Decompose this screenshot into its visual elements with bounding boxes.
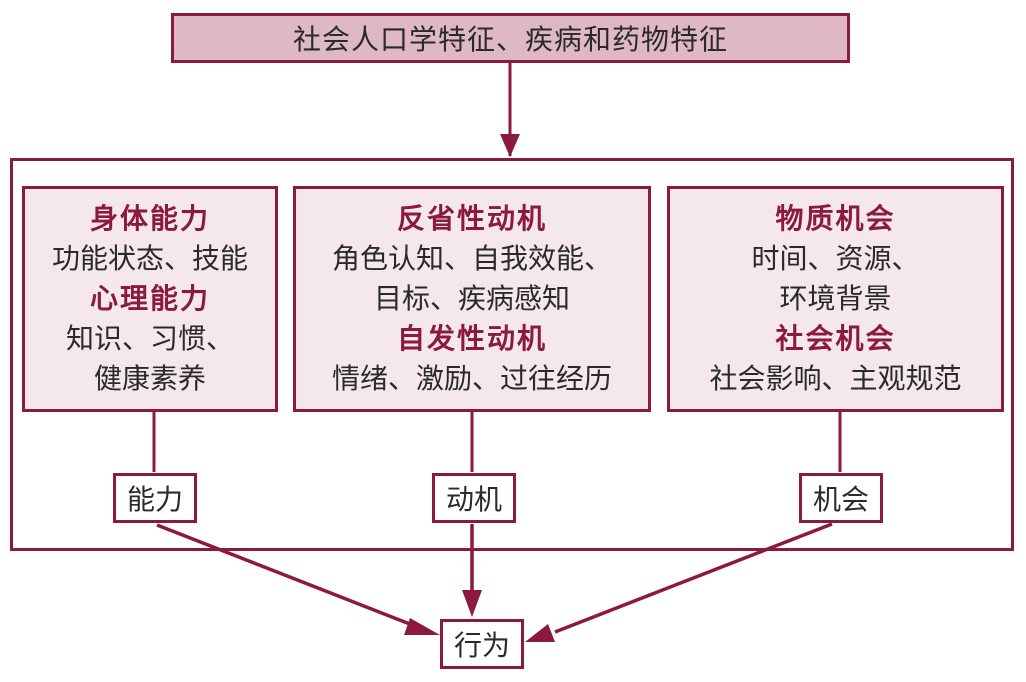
arrowhead-motivation [462, 590, 482, 617]
opportunity-label-box: 机会 [799, 473, 883, 523]
capability-box: 身体能力 功能状态、技能 心理能力 知识、习惯、 健康素养 [22, 186, 278, 412]
capability-label-box: 能力 [113, 473, 197, 523]
social-opportunity-heading: 社会机会 [775, 322, 896, 355]
physical-capability-text: 功能状态、技能 [51, 242, 248, 275]
social-opportunity-text: 社会影响、主观规范 [709, 362, 962, 395]
reflective-motivation-text-1: 角色认知、自我效能、 [331, 242, 612, 275]
demographic-factors-box: 社会人口学特征、疾病和药物特征 [171, 13, 850, 63]
motivation-label-box: 动机 [432, 473, 516, 523]
automatic-motivation-heading: 自发性动机 [396, 322, 547, 355]
arrowhead-capability [404, 618, 440, 635]
behavior-box: 行为 [440, 619, 524, 669]
reflective-motivation-heading: 反省性动机 [396, 202, 547, 235]
arrowhead-opportunity [525, 624, 555, 642]
physical-opportunity-heading: 物质机会 [775, 202, 896, 235]
demographic-factors-label: 社会人口学特征、疾病和药物特征 [292, 23, 728, 56]
psychological-capability-text-2: 健康素养 [93, 362, 206, 395]
physical-capability-heading: 身体能力 [89, 202, 210, 235]
psychological-capability-text-1: 知识、习惯、 [65, 322, 234, 355]
motivation-label: 动机 [445, 483, 502, 516]
arrow-opportunity-to-behavior [554, 522, 833, 634]
opportunity-label: 机会 [812, 483, 869, 516]
capability-label: 能力 [126, 483, 183, 516]
reflective-motivation-text-2: 目标、疾病感知 [373, 282, 570, 315]
automatic-motivation-text: 情绪、激励、过往经历 [331, 362, 612, 395]
physical-opportunity-text-2: 环境背景 [779, 282, 892, 315]
arrow-capability-to-behavior [156, 523, 421, 630]
behavior-label: 行为 [453, 629, 510, 662]
physical-opportunity-text-1: 时间、资源、 [751, 242, 920, 275]
com-frame [10, 158, 1014, 551]
arrowhead-top [500, 134, 520, 157]
motivation-box: 反省性动机 角色认知、自我效能、 目标、疾病感知 自发性动机 情绪、激励、过往经… [293, 186, 651, 412]
psychological-capability-heading: 心理能力 [89, 282, 210, 315]
opportunity-box: 物质机会 时间、资源、 环境背景 社会机会 社会影响、主观规范 [667, 186, 1004, 412]
